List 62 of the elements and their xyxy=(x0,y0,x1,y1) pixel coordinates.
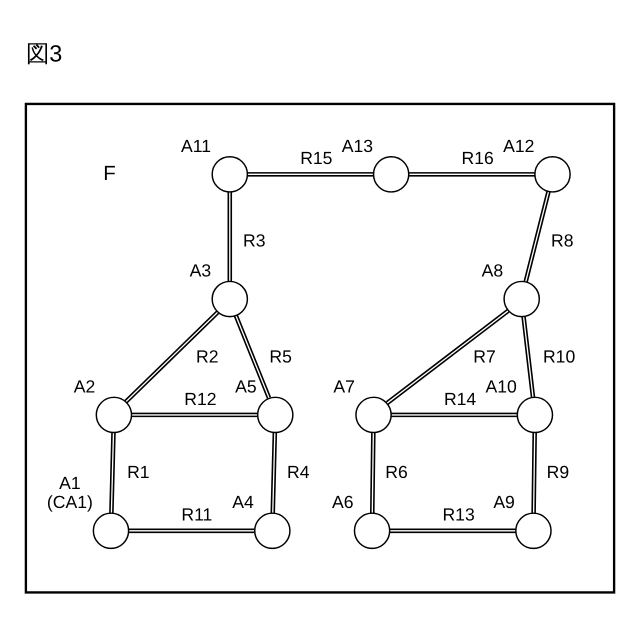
node-circle xyxy=(516,396,554,433)
connector xyxy=(409,172,535,176)
node-circle xyxy=(92,512,130,549)
edge-label: R10 xyxy=(542,346,576,366)
edge-label: R9 xyxy=(546,462,570,482)
node-circle xyxy=(534,156,571,192)
edge-label: R2 xyxy=(196,346,219,366)
node-label: A10 xyxy=(486,376,517,396)
node-label: A3 xyxy=(190,260,212,280)
diagram-title: 図3 xyxy=(26,40,62,66)
connector xyxy=(386,308,510,404)
edge-label: R1 xyxy=(127,462,150,482)
edge-label: R12 xyxy=(184,388,217,408)
node-label: A1 xyxy=(59,472,81,493)
node-label: A7 xyxy=(333,376,355,396)
node-label: A4 xyxy=(232,492,254,512)
node-label: A2 xyxy=(74,376,96,396)
edge-label: R8 xyxy=(551,230,574,250)
connector xyxy=(270,432,278,513)
node-label: A9 xyxy=(493,492,515,512)
node-circle xyxy=(372,156,410,192)
label: F xyxy=(103,161,116,184)
node-label: A11 xyxy=(181,135,212,156)
node-label: A8 xyxy=(482,260,504,280)
node-label: A12 xyxy=(503,135,534,156)
connector xyxy=(124,310,220,403)
node-label: A6 xyxy=(332,492,354,512)
connector xyxy=(228,192,232,281)
connector xyxy=(234,314,272,398)
node-circle xyxy=(211,280,248,317)
connector xyxy=(370,432,376,513)
connector xyxy=(248,172,374,176)
node-circle xyxy=(503,280,540,317)
node-label: A13 xyxy=(342,135,374,156)
connector xyxy=(391,412,517,417)
connector xyxy=(132,412,258,417)
connector xyxy=(521,316,536,398)
edge-label: R11 xyxy=(181,504,212,524)
connector xyxy=(390,528,516,533)
connector xyxy=(524,190,551,282)
connector xyxy=(109,432,116,513)
edge-label: R13 xyxy=(442,504,475,524)
edge-label: R3 xyxy=(242,230,266,250)
edge-label: R4 xyxy=(286,462,310,482)
node-circle xyxy=(211,156,248,192)
edge-label: R15 xyxy=(300,148,332,168)
node-label: A5 xyxy=(235,376,257,396)
edge-label: R7 xyxy=(473,346,496,366)
node-circle xyxy=(96,396,132,433)
edge-label: R16 xyxy=(462,148,494,168)
node-circle xyxy=(515,512,552,549)
node-circle xyxy=(254,512,291,549)
node-circle xyxy=(354,512,390,549)
connector xyxy=(128,528,254,533)
connector xyxy=(531,432,537,513)
edge-label: R5 xyxy=(269,346,292,366)
node-label: (CA1) xyxy=(46,492,93,512)
edge-label: R6 xyxy=(385,462,408,482)
edge-label: R14 xyxy=(444,388,476,408)
node-circle xyxy=(355,396,392,433)
cluster xyxy=(24,102,616,594)
node-circle xyxy=(256,396,294,433)
